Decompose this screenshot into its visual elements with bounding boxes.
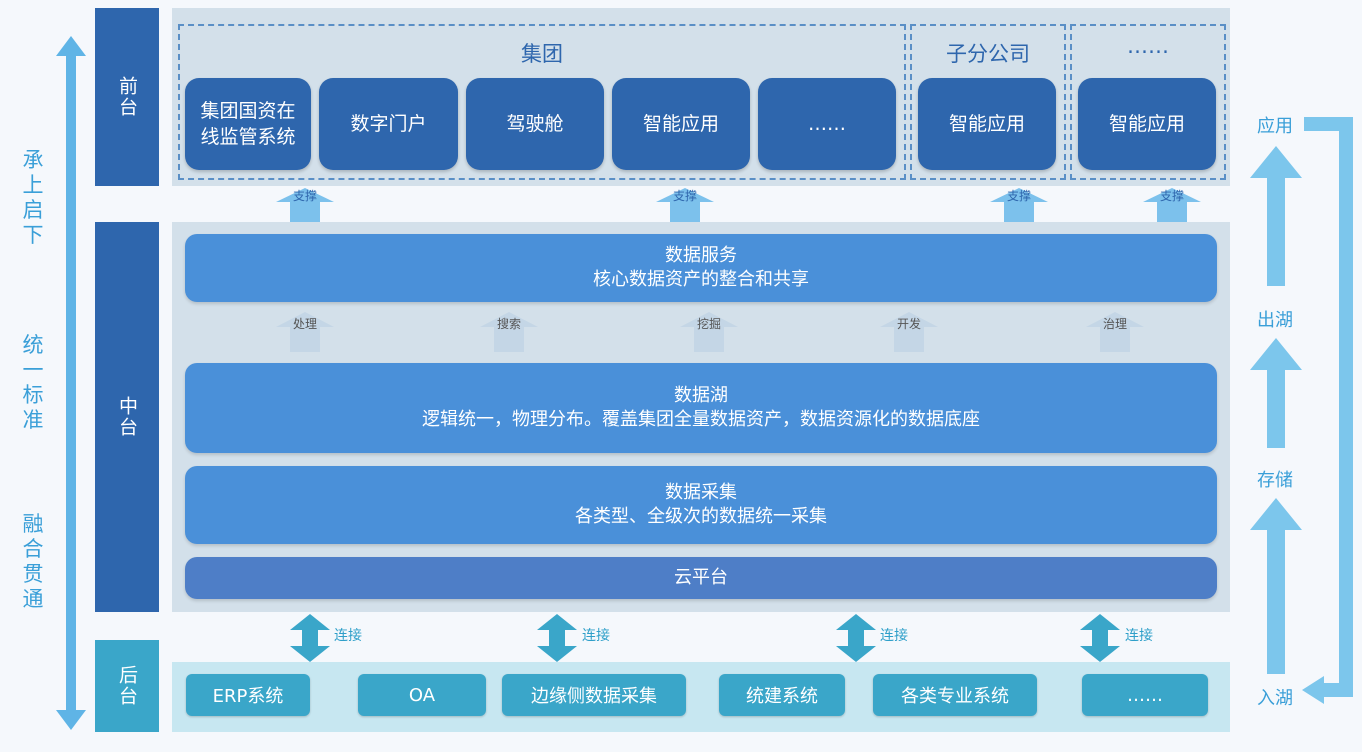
app-smart-subsidiary[interactable]: 智能应用 [918,78,1056,170]
flow-up-arrow-2 [1250,338,1302,448]
right-label-out-lake: 出湖 [1257,310,1293,331]
right-label-in-lake: 入湖 [1257,688,1293,709]
sys-professional[interactable]: 各类专业系统 [873,674,1037,716]
connect-arrow-2 [537,614,577,666]
process-label-5: 治理 [1102,317,1127,331]
app-digital-portal[interactable]: 数字门户 [319,78,458,170]
group-frame [178,24,906,180]
data-service-subtitle: 核心数据资产的整合和共享 [593,269,809,290]
data-lake-bar[interactable]: 数据湖 逻辑统一，物理分布。覆盖集团全量数据资产，数据资源化的数据底座 [185,363,1217,453]
data-service-title: 数据服务 [665,245,737,266]
process-label-1: 处理 [292,317,317,331]
other-title: …… [1127,34,1169,58]
right-label-application: 应用 [1257,116,1293,137]
support-label-2: 支撑 [672,189,697,203]
flow-up-arrow-3 [1250,498,1302,674]
sys-edge-collection[interactable]: 边缘侧数据采集 [502,674,686,716]
tier-front: 前台 [95,8,159,186]
support-label-1: 支撑 [292,189,317,203]
tier-middle: 中台 [95,222,159,612]
return-loop-arrow [1302,117,1353,704]
connect-arrow-4 [1080,614,1120,666]
left-vertical-arrow [56,36,86,730]
support-label-4: 支撑 [1159,189,1184,203]
app-cockpit[interactable]: 驾驶舱 [466,78,604,170]
group-title: 集团 [521,42,563,66]
connect-arrow-1 [290,614,330,666]
process-label-3: 挖掘 [696,317,721,331]
connect-label-1: 连接 [334,628,362,644]
connect-label-2: 连接 [582,628,610,644]
left-label-3: 融合贯通 [22,512,44,611]
flow-up-arrow-1 [1250,146,1302,286]
data-lake-title: 数据湖 [674,385,728,406]
cloud-platform-title: 云平台 [674,567,728,588]
sys-oa[interactable]: OA [358,674,486,716]
left-label-1: 承上启下 [22,148,44,247]
app-more[interactable]: …… [758,78,896,170]
connect-arrow-3 [836,614,876,666]
app-supervision-system[interactable]: 集团国资在 线监管系统 [185,78,311,170]
left-label-2: 统一标准 [22,333,44,432]
data-lake-subtitle: 逻辑统一，物理分布。覆盖集团全量数据资产，数据资源化的数据底座 [422,409,980,430]
connect-label-4: 连接 [1125,628,1153,644]
cloud-platform-bar[interactable]: 云平台 [185,557,1217,599]
subsidiary-frame [910,24,1066,180]
back-panel [172,662,1230,732]
data-collection-subtitle: 各类型、全级次的数据统一采集 [575,506,827,527]
sys-unified[interactable]: 统建系统 [719,674,845,716]
sys-erp[interactable]: ERP系统 [186,674,310,716]
support-label-3: 支撑 [1006,189,1031,203]
app-smart-other[interactable]: 智能应用 [1078,78,1216,170]
data-service-bar[interactable]: 数据服务 核心数据资产的整合和共享 [185,234,1217,302]
data-collection-title: 数据采集 [665,482,737,503]
data-collection-bar[interactable]: 数据采集 各类型、全级次的数据统一采集 [185,466,1217,544]
process-label-2: 搜索 [496,317,521,331]
app-smart-group[interactable]: 智能应用 [612,78,750,170]
process-label-4: 开发 [896,317,921,331]
connect-label-3: 连接 [880,628,908,644]
right-label-storage: 存储 [1257,470,1293,491]
tier-back: 后台 [95,640,159,732]
subsidiary-title: 子分公司 [946,42,1030,66]
sys-more[interactable]: …… [1082,674,1208,716]
other-frame [1070,24,1226,180]
